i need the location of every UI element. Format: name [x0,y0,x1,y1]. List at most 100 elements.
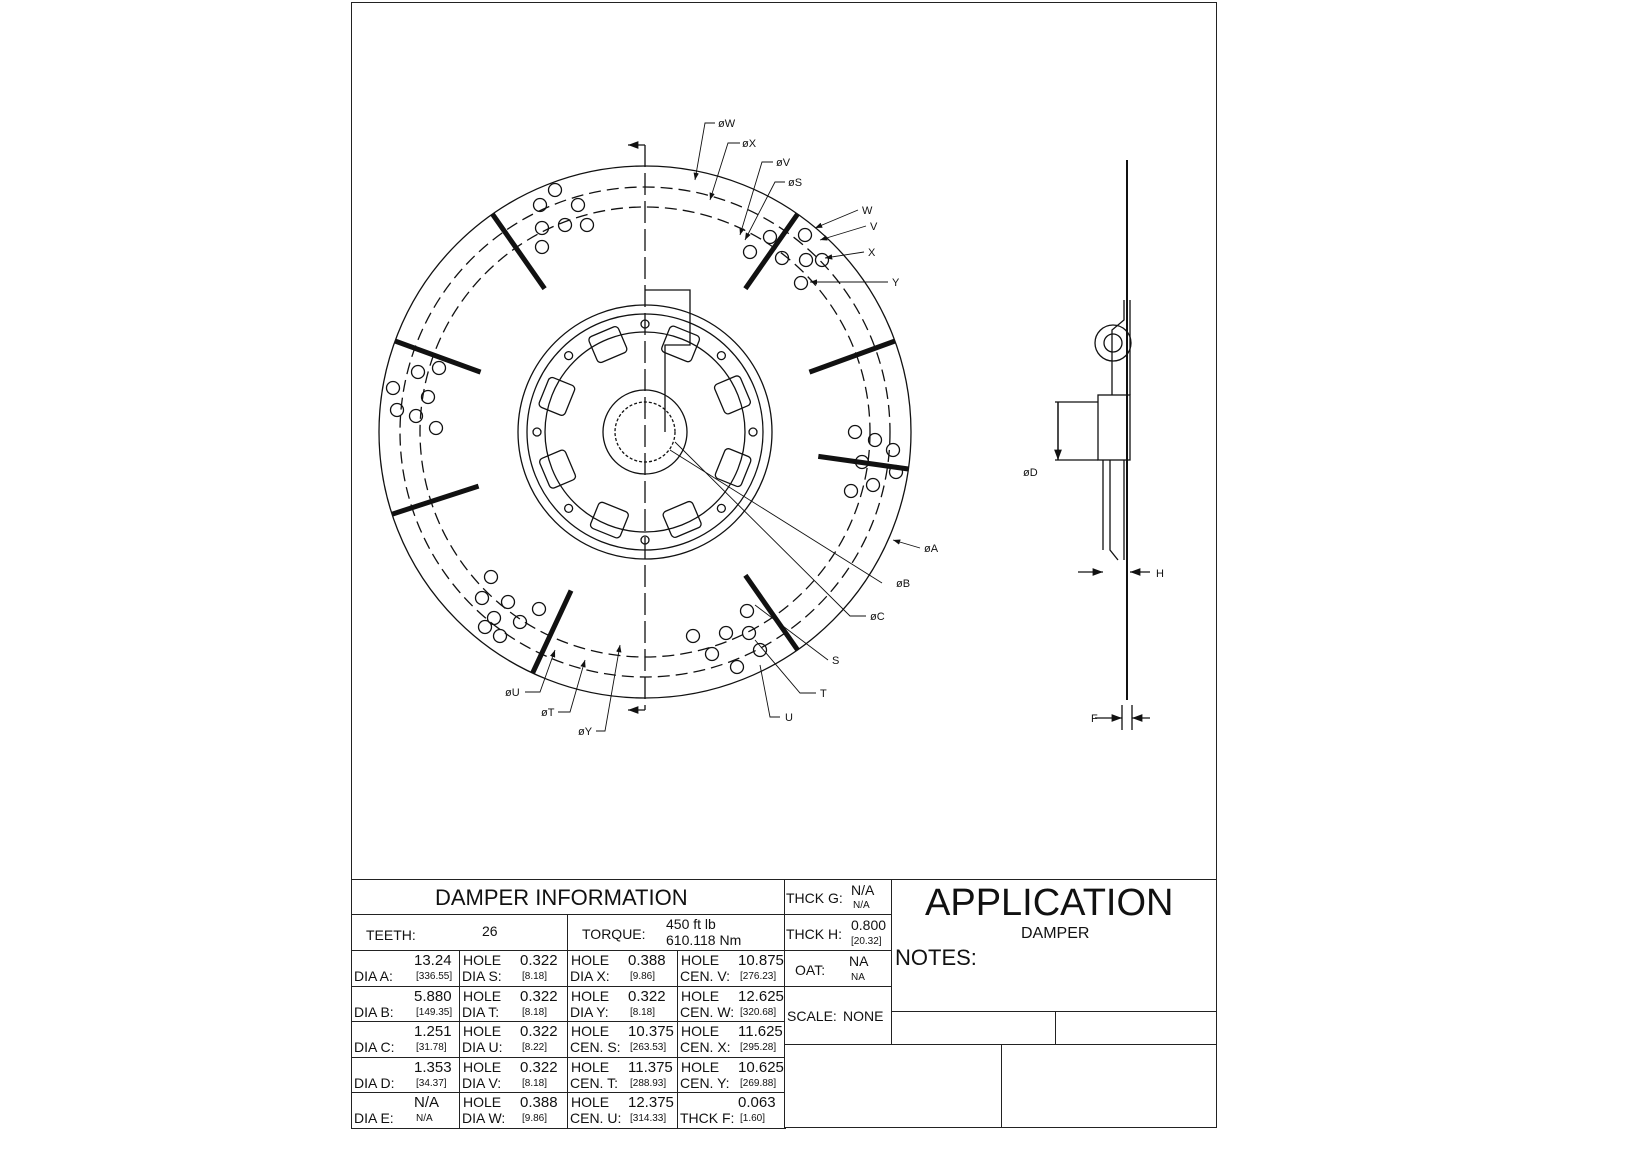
table-cell: DIA A: 13.24 [336.55] [351,950,460,987]
table-cell: HOLE CEN. W: 12.625 [320.68] [677,986,786,1022]
bolt-hole [492,628,508,644]
cell-label: CEN. U: [570,1110,622,1126]
bolt-hole [814,252,830,268]
cell-value-mm: [314.33] [630,1113,667,1124]
bolt-hole [854,454,870,470]
table-cell: HOLE DIA T: 0.322 [8.18] [459,986,568,1022]
rivet [640,319,650,329]
cell-label: DIA V: [462,1075,502,1091]
cell-value: 11.375 [628,1059,673,1076]
table-cell: HOLE CEN. X: 11.625 [295.28] [677,1021,786,1058]
torque-ftlb: 450 ft lb [666,916,716,932]
teeth-value: 26 [482,923,498,939]
spring [661,325,701,363]
teeth-cell: TEETH: 26 [351,914,568,951]
spring [714,448,752,488]
cell-value-mm: [8.18] [522,1007,548,1018]
oat-mm: NA [851,972,865,983]
thck-g-cell: THCK G: N/A N/A [784,879,892,915]
thck-g-value: N/A [851,882,875,898]
rivet [748,427,758,437]
table-title-cell: DAMPER INFORMATION [351,879,785,915]
application-subtitle: DAMPER [1021,925,1090,942]
bolt-hole [486,610,502,626]
cell-value: 0.322 [628,988,666,1005]
table-cell: DIA D: 1.353 [34.37] [351,1057,460,1093]
bolt-hole [534,220,550,236]
slot [394,338,482,375]
oat-cell: OAT: NA NA [784,950,892,987]
cell-label: DIA A: [354,968,393,984]
slot [817,453,909,472]
bolt-hole [410,364,426,380]
cell-value-mm: [336.55] [416,971,453,982]
label-dia-a: øA [924,543,939,555]
label-f: F [1091,713,1098,725]
table-cell: HOLE DIA Y: 0.322 [8.18] [567,986,678,1022]
rivet [716,503,727,514]
bolt-hole [843,483,859,499]
table-cell: HOLE CEN. V: 10.875 [276.23] [677,950,786,987]
label-dia-t: øT [541,707,555,719]
cell-value: 0.322 [520,952,558,969]
bolt-hole [888,464,904,480]
cell-label: CEN. T: [570,1075,618,1091]
bolt-hole [847,424,863,440]
empty-cell [891,1011,1056,1045]
scale-label: SCALE: [787,1008,837,1024]
cell-label-top: HOLE [571,1094,610,1110]
cell-label: DIA W: [462,1110,506,1126]
table-cell: HOLE DIA U: 0.322 [8.22] [459,1021,568,1058]
cell-label-top: HOLE [571,952,610,968]
cell-value-mm: N/A [416,1113,433,1124]
cell-value: 10.625 [738,1059,784,1076]
cell-label-top: HOLE [463,1059,502,1075]
side-view [1054,160,1150,730]
cell-value: 0.063 [738,1094,776,1111]
label-dia-c: øC [870,611,885,623]
label-v: V [870,221,878,233]
cell-value: 12.625 [738,988,784,1005]
cell-value-mm: [9.86] [630,971,656,982]
bolt-hole [534,239,550,255]
cell-value: 0.388 [520,1094,558,1111]
cell-label: DIA D: [354,1075,395,1091]
label-dia-y: øY [578,726,593,738]
cell-value-mm: [31.78] [416,1042,447,1053]
cell-label-top: HOLE [681,952,720,968]
cell-label: DIA X: [570,968,610,984]
thck-h-label: THCK H: [786,926,842,942]
cell-value-mm: [269.88] [740,1078,777,1089]
label-dia-w: øW [718,118,736,130]
cell-label: DIA U: [462,1039,503,1055]
cell-label: CEN. S: [570,1039,621,1055]
damper-drawing: øW øX øV øS W V X Y øA øB øC S T U øU øT… [378,118,1164,738]
bolt-hole [729,659,745,675]
cell-value-mm: [288.93] [630,1078,667,1089]
cell-label-top: HOLE [681,1023,720,1039]
label-s: S [832,655,839,667]
cell-label: CEN. X: [680,1039,731,1055]
bolt-hole [547,182,563,198]
bolt-hole [867,432,883,448]
slot [391,483,480,517]
thck-g-label: THCK G: [786,890,843,906]
label-t: T [820,688,827,700]
cell-label: DIA C: [354,1039,395,1055]
bolt-hole [408,408,424,424]
label-w: W [862,205,873,217]
label-dia-u: øU [505,687,520,699]
cell-label-top: HOLE [463,1094,502,1110]
table-cell: HOLE DIA X: 0.388 [9.86] [567,950,678,987]
bolt-hole [885,442,901,458]
bolt-hole [704,646,720,662]
application-title: APPLICATION [925,882,1174,924]
rivet [640,535,650,545]
bolt-hole [420,389,436,405]
bolt-hole [557,217,573,233]
bolt-hole [389,402,405,418]
bolt-hole [752,642,768,658]
label-h: H [1156,568,1164,580]
bolt-hole [512,614,528,630]
bolt-hole [500,594,516,610]
